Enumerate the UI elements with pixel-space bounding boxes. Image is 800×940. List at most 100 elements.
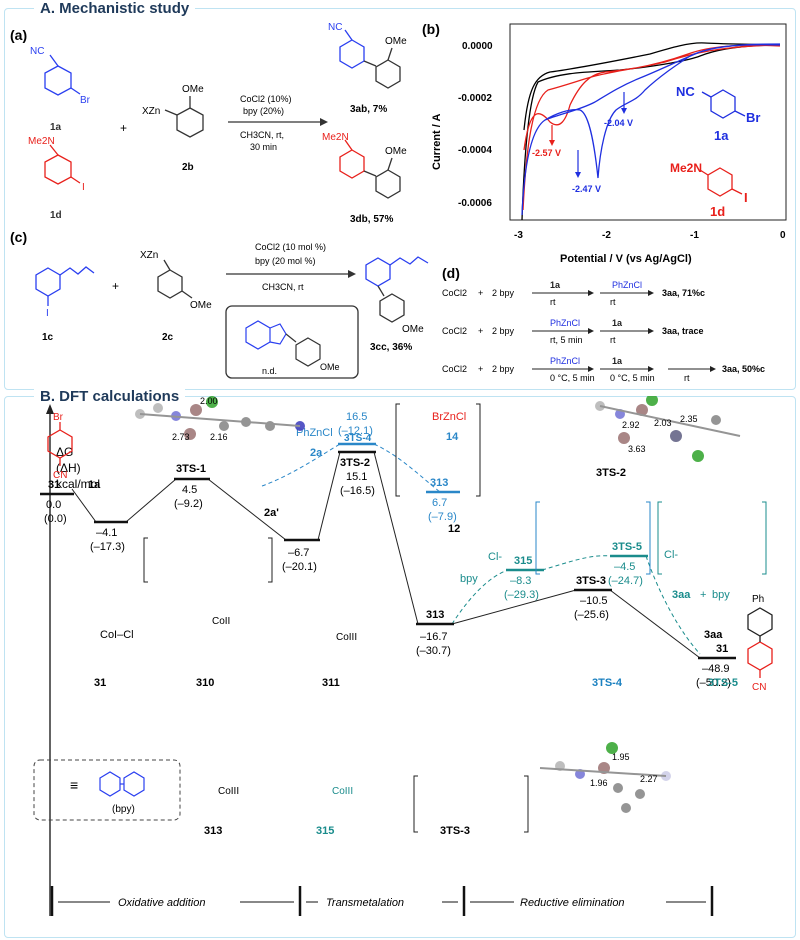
struct-coI: CoI–Cl <box>100 629 134 641</box>
3cc-ome: OMe <box>402 324 424 335</box>
sp-cl-minus-2: Cl- <box>664 549 678 561</box>
3db-nme2: Me2N <box>322 132 349 143</box>
struct-ts5: 3TS-5 <box>708 677 738 689</box>
d-row1-s1-bot: rt, 5 min <box>550 335 583 345</box>
struct-31: 31 <box>94 677 106 689</box>
d-row1-product: 3aa, trace <box>662 326 704 336</box>
d-row0-arrow1-head <box>588 290 594 296</box>
lbl-313-h: (–30.7) <box>416 645 451 657</box>
cv-xtick-1: -2 <box>602 230 611 241</box>
cond-a-4: 30 min <box>250 142 277 152</box>
2c-name: 2c <box>162 332 174 343</box>
reactant-1a <box>44 54 81 96</box>
d-row2-arrow1-head <box>588 366 594 372</box>
panel-c: (c) I 1c + XZn OMe 2c CoCl2 (10 mol %) b… <box>10 229 429 379</box>
cv-xtick-3: 0 <box>780 230 786 241</box>
struct-coIII: CoIII <box>336 632 357 643</box>
cv-ann-red: -2.57 V <box>532 148 561 158</box>
d-row2-bpy: 2 bpy <box>492 364 515 374</box>
byproduct-ome: OMe <box>320 362 340 372</box>
axis-unit: kcal/mol <box>56 477 100 491</box>
1d-name: 1d <box>50 210 62 221</box>
lbl-310-g: –4.1 <box>96 527 117 539</box>
byproduct-nd: n.d. <box>262 366 277 376</box>
struct-coII: CoII <box>212 616 230 627</box>
d-row1-bpy: 2 bpy <box>492 326 515 336</box>
lbl-315-h: (–29.3) <box>504 589 539 601</box>
dist-1: 2.00 <box>200 396 218 406</box>
lbl-313-g: –16.7 <box>420 631 448 643</box>
cv-ylabel: Current / A <box>431 114 443 170</box>
sp-bpy-2: bpy <box>712 589 730 601</box>
sp-phzncl: PhZnCl <box>296 427 333 439</box>
product-3aa-drawing <box>747 607 773 678</box>
dist-9: 1.96 <box>590 778 608 788</box>
dist-6: 2.35 <box>680 414 698 424</box>
d-row1-cocl2: CoCl2 <box>442 326 467 336</box>
lbl-31-g: 0.0 <box>46 499 61 511</box>
d-row2-s1-bot: 0 °C, 5 min <box>550 373 595 382</box>
bpy-eq: ≡ <box>70 777 78 793</box>
cv-ann-blue1: -2.04 V <box>604 118 633 128</box>
cv-xtick-2: -1 <box>690 230 699 241</box>
lbl-ts2-h: (–16.5) <box>340 485 375 497</box>
lbl-ts5-g: –4.5 <box>614 561 635 573</box>
lbl-313b-h: (–7.9) <box>428 511 457 523</box>
dist-8: 1.95 <box>612 752 630 762</box>
cond-a-1: CoCl2 (10%) <box>240 94 292 104</box>
lbl-ts5-name: 3TS-5 <box>612 541 642 553</box>
lbl-31-h: (0.0) <box>44 513 67 525</box>
panel-c-label: (c) <box>10 229 27 245</box>
d-row0-s1-bot: rt <box>550 297 556 307</box>
lbl-315-g: –8.3 <box>510 575 531 587</box>
lbl-ts4-name: 3TS-4 <box>344 433 372 444</box>
lbl-ts4-g: 16.5 <box>346 411 367 423</box>
d-row2-s2-top: 1a <box>612 356 623 366</box>
sp-brzncl: BrZnCl <box>432 411 466 423</box>
section-a-title: A. Mechanistic study <box>34 0 196 17</box>
d-row1-s1-top: PhZnCl <box>550 318 580 328</box>
bpy-legend-box <box>33 759 181 821</box>
d-row0-s1-top: 1a <box>550 280 561 290</box>
dft-energy-diagram: ΔG (ΔH) kcal/mol 31 0.0 (0.0 <box>33 396 773 916</box>
dist-4: 2.03 <box>654 418 672 428</box>
phase-reductive-elimination: Reductive elimination <box>520 897 625 909</box>
pathway-main <box>71 451 701 659</box>
panel-d-label: (d) <box>442 265 460 281</box>
3cc-name: 3cc, 36% <box>370 342 412 353</box>
sp-14: 14 <box>446 431 459 443</box>
d-row1-s2-top: 1a <box>612 318 623 328</box>
product-3cc <box>365 256 429 323</box>
cond-a-2: bpy (20%) <box>243 106 284 116</box>
d-row0-s2-bot: rt <box>610 297 616 307</box>
section-b-frame <box>4 396 796 938</box>
lbl-ts3-h: (–25.6) <box>574 609 609 621</box>
lbl-31-name: 31 <box>48 479 60 491</box>
sp-3aa-1: 3aa <box>672 589 691 601</box>
sp-12: 12 <box>448 523 460 535</box>
cond-c-1: CoCl2 (10 mol %) <box>255 242 326 252</box>
struct-311: 311 <box>322 677 340 689</box>
dist-2: 2.73 <box>172 432 190 442</box>
3ab-ome: OMe <box>385 36 407 47</box>
reagent-2b <box>164 96 204 138</box>
lbl-end-name: 31 <box>716 643 728 655</box>
dist-10: 2.27 <box>640 774 658 784</box>
d-row1-s2-bot: rt <box>610 335 616 345</box>
phase-oxidative-addition: Oxidative addition <box>118 897 205 909</box>
struct-ts2: 3TS-2 <box>596 467 626 479</box>
d-row2-arrow2-head <box>648 366 654 372</box>
product-3ab <box>339 29 401 89</box>
sp-cn: CN <box>53 470 67 481</box>
d-row2-arrow3-head <box>710 366 716 372</box>
axis-dg: ΔG <box>56 445 73 459</box>
lbl-ts3-name: 3TS-3 <box>576 575 606 587</box>
2b-ome: OMe <box>182 84 204 95</box>
lbl-ts1-g: 4.5 <box>182 484 197 496</box>
substrate-1a-drawing <box>47 422 73 466</box>
lbl-end-h: (–50.2) <box>696 677 731 689</box>
d-row0-product: 3aa, 71%c <box>662 288 705 298</box>
3db-name: 3db, 57% <box>350 214 393 225</box>
1a-br: Br <box>80 95 91 106</box>
